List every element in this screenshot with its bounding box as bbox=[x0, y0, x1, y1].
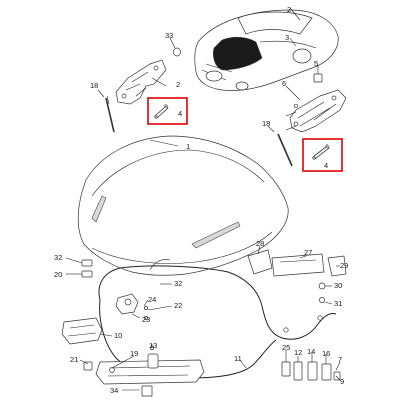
callout-10[interactable]: 10 bbox=[114, 331, 122, 340]
callout-32-left[interactable]: 32 bbox=[54, 253, 62, 262]
callout-18-right[interactable]: 18 bbox=[262, 119, 270, 128]
callout-19[interactable]: 19 bbox=[130, 349, 138, 358]
callout-25[interactable]: 25 bbox=[282, 343, 290, 352]
callout-12[interactable]: 12 bbox=[294, 348, 302, 357]
strut-part-4-left bbox=[154, 104, 169, 119]
trim-panels bbox=[247, 249, 347, 303]
latch-bracket bbox=[61, 317, 103, 345]
callout-11[interactable]: 11 bbox=[234, 354, 242, 363]
callout-20[interactable]: 20 bbox=[54, 270, 62, 279]
callout-31[interactable]: 31 bbox=[334, 299, 342, 308]
car-illustration bbox=[194, 9, 339, 91]
callout-14[interactable]: 14 bbox=[307, 347, 315, 356]
hinge-right bbox=[289, 73, 347, 133]
callout-1[interactable]: 1 bbox=[186, 142, 190, 151]
callout-32-right[interactable]: 32 bbox=[174, 279, 182, 288]
callout-labels[interactable]: 33 2 18 4 1 2 3 5 6 18 4 32 20 28 27 29 … bbox=[54, 5, 348, 395]
callout-24[interactable]: 24 bbox=[148, 295, 156, 304]
callout-21[interactable]: 21 bbox=[70, 355, 78, 364]
callout-16[interactable]: 16 bbox=[322, 349, 330, 358]
callout-2-right[interactable]: 2 bbox=[287, 5, 291, 14]
callout-2-left[interactable]: 2 bbox=[176, 80, 180, 89]
callout-7[interactable]: 7 bbox=[338, 355, 342, 364]
callout-27[interactable]: 27 bbox=[304, 248, 312, 257]
callout-18-left[interactable]: 18 bbox=[90, 81, 98, 90]
callout-5[interactable]: 5 bbox=[314, 59, 318, 68]
callout-34[interactable]: 34 bbox=[110, 386, 118, 395]
callout-30[interactable]: 30 bbox=[334, 281, 342, 290]
gas-strut-left bbox=[105, 95, 115, 133]
strut-part-4-right bbox=[312, 144, 330, 160]
callout-6[interactable]: 6 bbox=[282, 79, 286, 88]
highlight-boxes bbox=[147, 97, 343, 172]
callout-3[interactable]: 3 bbox=[285, 33, 289, 42]
lower-right-parts bbox=[141, 361, 341, 397]
highlight-box-part-4-right bbox=[302, 138, 343, 172]
bump-stops-left bbox=[81, 259, 93, 278]
callout-23[interactable]: 23 bbox=[142, 315, 150, 324]
leader-lines bbox=[65, 7, 341, 391]
highlight-box-part-4-left bbox=[147, 97, 188, 125]
callout-4-left[interactable]: 4 bbox=[178, 109, 182, 118]
callout-9[interactable]: 9 bbox=[340, 377, 344, 386]
callout-22[interactable]: 22 bbox=[174, 301, 182, 310]
callout-33[interactable]: 33 bbox=[165, 31, 173, 40]
callout-28[interactable]: 28 bbox=[256, 239, 264, 248]
lower-latch bbox=[83, 346, 205, 385]
callout-13[interactable]: 13 bbox=[149, 341, 157, 350]
callout-4-right[interactable]: 4 bbox=[324, 161, 328, 170]
hinge-left bbox=[115, 47, 181, 105]
bonnet-panel bbox=[77, 135, 289, 276]
callout-29[interactable]: 29 bbox=[340, 261, 348, 270]
latch-assembly-left bbox=[115, 293, 148, 320]
gas-strut-right bbox=[277, 133, 293, 167]
